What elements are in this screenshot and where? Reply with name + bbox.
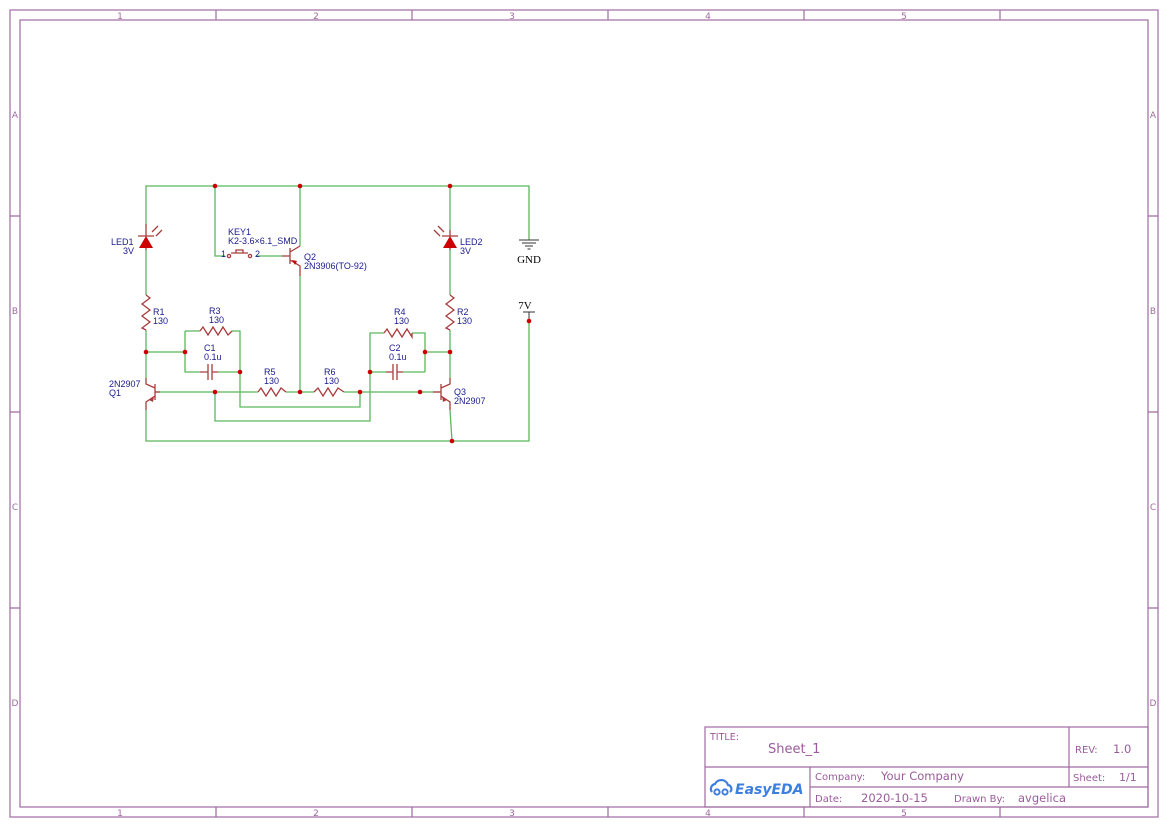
company-label: Company: (815, 772, 865, 783)
row-label: D (1150, 699, 1157, 709)
led2[interactable]: LED2 3V (433, 225, 483, 256)
q3[interactable]: Q3 2N2907 (433, 378, 486, 410)
c1-value: 0.1u (204, 352, 222, 362)
row-label: A (12, 111, 19, 121)
c2-label: C2 (389, 343, 401, 353)
rev-label: REV: (1075, 745, 1098, 756)
junctions (143, 183, 532, 444)
title-label: TITLE: (709, 732, 739, 743)
q1-label: Q1 (109, 388, 121, 398)
date-label: Date: (815, 794, 842, 805)
col-label: 4 (705, 809, 711, 819)
led1-value: 3V (123, 246, 134, 256)
row-label: B (1150, 307, 1156, 317)
logo-text: EasyEDA (735, 782, 804, 798)
r3[interactable]: R3 130 (199, 306, 233, 337)
col-label: 3 (509, 12, 515, 22)
sheet-title: Sheet_1 (768, 742, 820, 757)
q2-value: 2N3906(TO-92) (304, 261, 367, 271)
drawing-frame: 1 2 3 4 5 1 2 3 4 5 A B C D A B C D (9, 9, 1159, 819)
q3-label: Q3 (454, 387, 466, 397)
r4-value: 130 (394, 316, 409, 326)
q3-value: 2N2907 (454, 396, 486, 406)
led1-label: LED1 (111, 237, 134, 247)
q2[interactable]: Q2 2N3906(TO-92) (282, 245, 367, 276)
row-label: C (12, 503, 18, 513)
c1-label: C1 (204, 343, 216, 353)
c1[interactable]: C1 0.1u (200, 343, 222, 380)
r6[interactable]: R6 130 (313, 367, 345, 398)
gnd-label: GND (517, 254, 541, 266)
col-label: 5 (901, 12, 907, 22)
easyeda-logo: EasyEDA (709, 778, 804, 798)
key1-value: K2-3.6×6.1_SMD (228, 236, 298, 246)
r5-label: R5 (264, 367, 276, 377)
col-label: 5 (901, 809, 907, 819)
sheet-label: Sheet: (1073, 773, 1105, 784)
r1-value: 130 (153, 316, 168, 326)
rev-value: 1.0 (1113, 742, 1131, 756)
row-label: A (1150, 111, 1157, 121)
r6-label: R6 (324, 367, 336, 377)
r5-value: 130 (264, 376, 279, 386)
row-label: C (1150, 503, 1156, 513)
sheet-value: 1/1 (1119, 771, 1137, 784)
r4-label: R4 (394, 307, 406, 317)
r3-label: R3 (209, 306, 221, 316)
r5[interactable]: R5 130 (257, 367, 287, 398)
c2-value: 0.1u (389, 352, 407, 362)
col-label: 1 (117, 12, 123, 22)
drawn-by-label: Drawn By: (954, 794, 1005, 805)
q2-label: Q2 (304, 252, 316, 262)
col-label: 2 (313, 12, 319, 22)
gnd-symbol[interactable]: GND (517, 239, 541, 266)
row-label: B (12, 307, 18, 317)
key1-pin1: 1 (221, 249, 226, 259)
c2[interactable]: C2 0.1u (386, 343, 407, 380)
q1[interactable]: 2N2907 Q1 (109, 378, 160, 410)
r2[interactable]: R2 130 (444, 294, 472, 331)
col-label: 3 (509, 809, 515, 819)
r2-value: 130 (457, 316, 472, 326)
r2-label: R2 (457, 307, 469, 317)
led1[interactable]: LED1 3V (111, 224, 163, 256)
wires[interactable] (145, 185, 530, 442)
r3-value: 130 (209, 315, 224, 325)
col-label: 1 (117, 809, 123, 819)
led2-label: LED2 (460, 237, 483, 247)
vcc-label: 7V (518, 300, 532, 312)
q1-value: 2N2907 (109, 379, 141, 389)
company-value: Your Company (880, 769, 964, 783)
r4[interactable]: R4 130 (383, 307, 413, 340)
vcc-symbol[interactable]: 7V (518, 300, 535, 321)
key1-pin2: 2 (255, 249, 260, 259)
col-label: 4 (705, 12, 711, 22)
drawn-by-value: avgelica (1018, 791, 1066, 805)
row-label: D (12, 699, 19, 709)
led2-value: 3V (460, 246, 471, 256)
r6-value: 130 (324, 376, 339, 386)
key1[interactable]: KEY1 K2-3.6×6.1_SMD 1 2 (221, 227, 298, 259)
r1-label: R1 (153, 307, 165, 317)
key1-label: KEY1 (228, 227, 251, 237)
date-value: 2020-10-15 (861, 791, 928, 805)
r1[interactable]: R1 130 (140, 294, 168, 331)
title-block: TITLE: Sheet_1 REV: 1.0 EasyEDA Company:… (704, 726, 1149, 808)
col-label: 2 (313, 809, 319, 819)
